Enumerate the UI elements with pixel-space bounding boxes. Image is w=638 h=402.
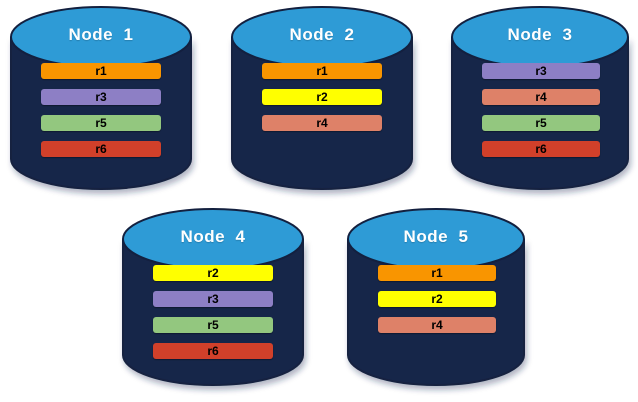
shard-label: r4	[316, 116, 328, 130]
shard-list: r1 r3 r5 r6	[41, 63, 161, 157]
shard-label: r6	[207, 344, 219, 358]
shard-bar-r6[interactable]: r6	[482, 141, 600, 157]
cylinder-top-ellipse	[231, 6, 413, 68]
shard-label: r5	[535, 116, 547, 130]
cylinder-top-ellipse	[10, 6, 192, 68]
shard-bar-r5[interactable]: r5	[153, 317, 273, 333]
shard-label: r5	[207, 318, 219, 332]
cylinder-top-ellipse	[451, 6, 629, 68]
shard-bar-r4[interactable]: r4	[378, 317, 496, 333]
shard-bar-r4[interactable]: r4	[482, 89, 600, 105]
shard-bar-r3[interactable]: r3	[482, 63, 600, 79]
shard-label: r1	[316, 64, 328, 78]
shard-bar-r1[interactable]: r1	[262, 63, 382, 79]
shard-bar-r6[interactable]: r6	[153, 343, 273, 359]
shard-bar-r1[interactable]: r1	[378, 265, 496, 281]
shard-label: r6	[95, 142, 107, 156]
shard-label: r4	[431, 318, 443, 332]
shard-bar-r1[interactable]: r1	[41, 63, 161, 79]
shard-label: r2	[316, 90, 328, 104]
shard-label: r6	[535, 142, 547, 156]
shard-bar-r2[interactable]: r2	[153, 265, 273, 281]
shard-label: r3	[207, 292, 219, 306]
shard-bar-r3[interactable]: r3	[153, 291, 273, 307]
shard-label: r1	[431, 266, 443, 280]
shard-label: r5	[95, 116, 107, 130]
shard-bar-r2[interactable]: r2	[378, 291, 496, 307]
shard-bar-r5[interactable]: r5	[41, 115, 161, 131]
shard-list: r1 r2 r4	[262, 63, 382, 131]
shard-label: r4	[535, 90, 547, 104]
shard-bar-r4[interactable]: r4	[262, 115, 382, 131]
shard-label: r2	[431, 292, 443, 306]
cylinder-top-ellipse	[347, 208, 525, 270]
shard-bar-r2[interactable]: r2	[262, 89, 382, 105]
shard-label: r3	[95, 90, 107, 104]
shard-label: r3	[535, 64, 547, 78]
shard-bar-r5[interactable]: r5	[482, 115, 600, 131]
shard-list: r1 r2 r4	[378, 265, 496, 333]
shard-bar-r6[interactable]: r6	[41, 141, 161, 157]
shard-list: r3 r4 r5 r6	[482, 63, 600, 157]
cylinder-top-ellipse	[122, 208, 304, 270]
shard-list: r2 r3 r5 r6	[153, 265, 273, 359]
shard-label: r2	[207, 266, 219, 280]
shard-label: r1	[95, 64, 107, 78]
shard-bar-r3[interactable]: r3	[41, 89, 161, 105]
